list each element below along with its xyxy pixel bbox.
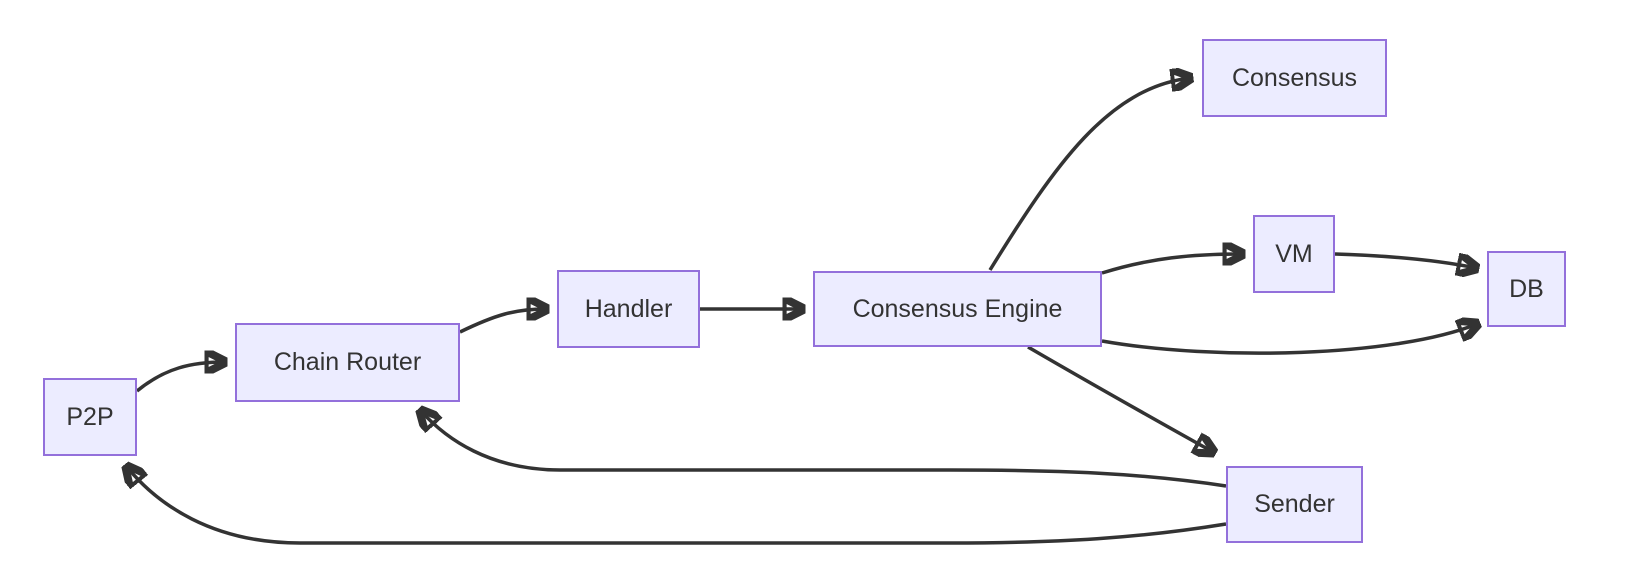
edge-consensus-engine-to-sender [1027,345,1213,452]
node-consensus-label: Consensus [1231,63,1358,92]
edge-vm-to-db [1334,252,1476,268]
edge-consensus-engine-to-vm [1101,254,1242,275]
node-chain-router-label: Chain Router [273,348,422,376]
node-chain-router: Chain Router [235,323,460,402]
node-p2p-label: P2P [66,402,114,431]
edge-chain-router-to-handler [459,309,546,334]
node-db-label: DB [1509,274,1544,303]
node-consensus-engine-label: Consensus Engine [852,294,1063,323]
edge-consensus-engine-to-db [1101,324,1477,355]
node-handler: Handler [557,270,700,348]
node-p2p: P2P [43,378,137,456]
node-vm-label: VM [1275,239,1313,268]
node-sender: Sender [1226,466,1363,543]
node-sender-label: Sender [1254,490,1335,518]
edge-p2p-to-chain-router [135,362,224,393]
node-db: DB [1487,251,1566,327]
node-handler-label: Handler [584,294,673,323]
edge-sender-to-chain-router [421,411,1227,488]
edge-sender-to-p2p [127,467,1227,545]
node-consensus: Consensus [1202,39,1387,117]
edge-consensus-engine-to-consensus [988,78,1190,271]
node-consensus-engine: Consensus Engine [813,271,1102,347]
node-vm: VM [1253,215,1335,293]
